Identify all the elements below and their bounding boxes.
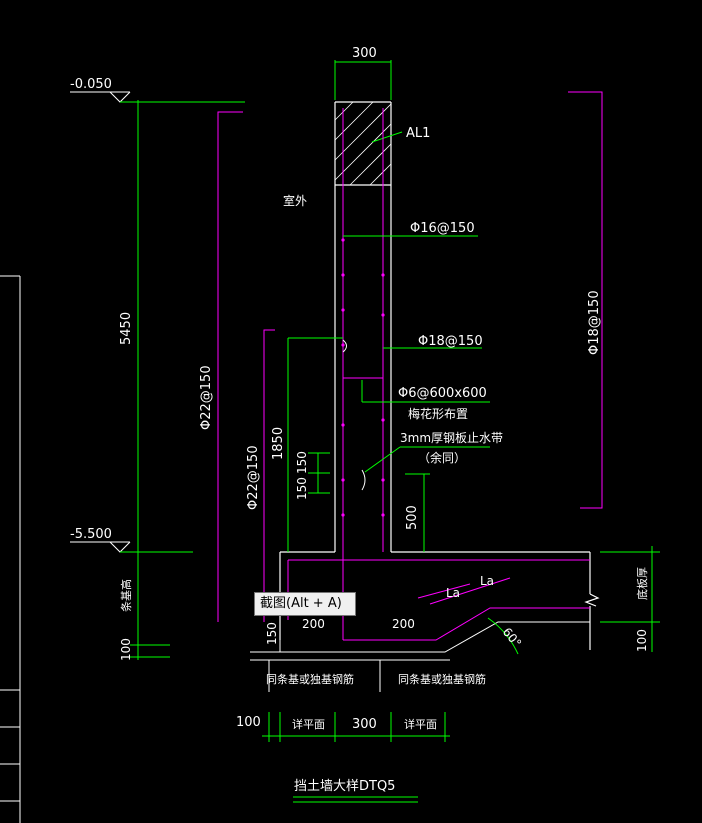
elevation-marker-top [70,91,245,103]
horizontal-rebar-label: Φ16@150 [410,221,475,236]
dim-200-left-label: 200 [302,617,325,631]
foundation-left-label: 同条基或独基钢筋 [266,672,354,686]
right-100-label: 100 [635,629,649,652]
elevation-marker-bottom [70,541,193,553]
dowel-rebar-leader [263,329,275,622]
title-underline [293,796,418,803]
base-rebars [287,559,590,641]
left-frame-lines [0,275,21,823]
inner-rebar-label: Φ18@150 [418,334,483,349]
anchor-right-label: La [480,574,494,588]
dim-150-base-label: 150 [265,622,279,645]
left-main-rebar-label: Φ22@150 [199,365,214,430]
dim-200-right-label: 200 [392,617,415,631]
elevation-top-label: -0.050 [70,77,112,92]
beam-leader [371,131,403,143]
drawing-title: 挡土墙大样DTQ5 [294,779,395,794]
dowel-rebar-label: Φ22@150 [246,445,261,510]
rebar-leaders [343,235,490,473]
foundation-right-label: 同条基或独基钢筋 [398,672,486,686]
side-label: 条基高 [119,579,133,612]
beam-hatch [334,101,392,186]
elevation-bottom-label: -5.500 [70,527,112,542]
rebar-dots [341,238,385,517]
top-width-dimension [334,60,392,100]
right-rebar-leader [568,91,603,509]
bottom-100-label: 100 [236,715,261,730]
base-thickness-dimension [600,546,660,652]
bottom-detail-right-label: 详平面 [404,717,437,731]
dowel-length-dimension [287,337,343,552]
screenshot-tooltip: 截图(Alt + A) [254,592,356,616]
beam-label: AL1 [406,126,430,141]
wall-rebars [342,108,384,640]
bottom-detail-left-label: 详平面 [292,717,325,731]
wall-outline [279,101,600,650]
top-width-label: 300 [352,46,377,61]
outside-label: 室外 [283,193,307,208]
angle-label: 60° [500,625,524,650]
dim-500 [405,473,430,552]
left-100-label: 100 [119,638,133,661]
bottom-dimension-chain [262,712,450,742]
dowel-length-label: 1850 [271,427,286,460]
dim-500-label: 500 [405,505,420,530]
right-rebar-label: Φ18@150 [587,290,602,355]
height-dimension [130,100,170,660]
waterstop-label: 3mm厚钢板止水带 [400,431,503,445]
dim-150-b-label: 150 [295,477,309,500]
bottom-300-label: 300 [352,717,377,732]
anchor-left-label: La [446,586,460,600]
tie-bar-label: Φ6@600x600 [398,386,487,401]
base-slab-outline [250,621,590,692]
left-main-rebar-leader [217,111,243,622]
angle-arc [487,617,519,655]
base-thickness-label: 底板厚 [635,567,649,600]
dim-150-a-label: 150 [295,451,309,474]
waterstop-sub-label: （余同） [418,450,466,465]
waterstop-curves [342,339,366,491]
height-label: 5450 [119,312,134,345]
tie-note-label: 梅花形布置 [408,406,468,421]
